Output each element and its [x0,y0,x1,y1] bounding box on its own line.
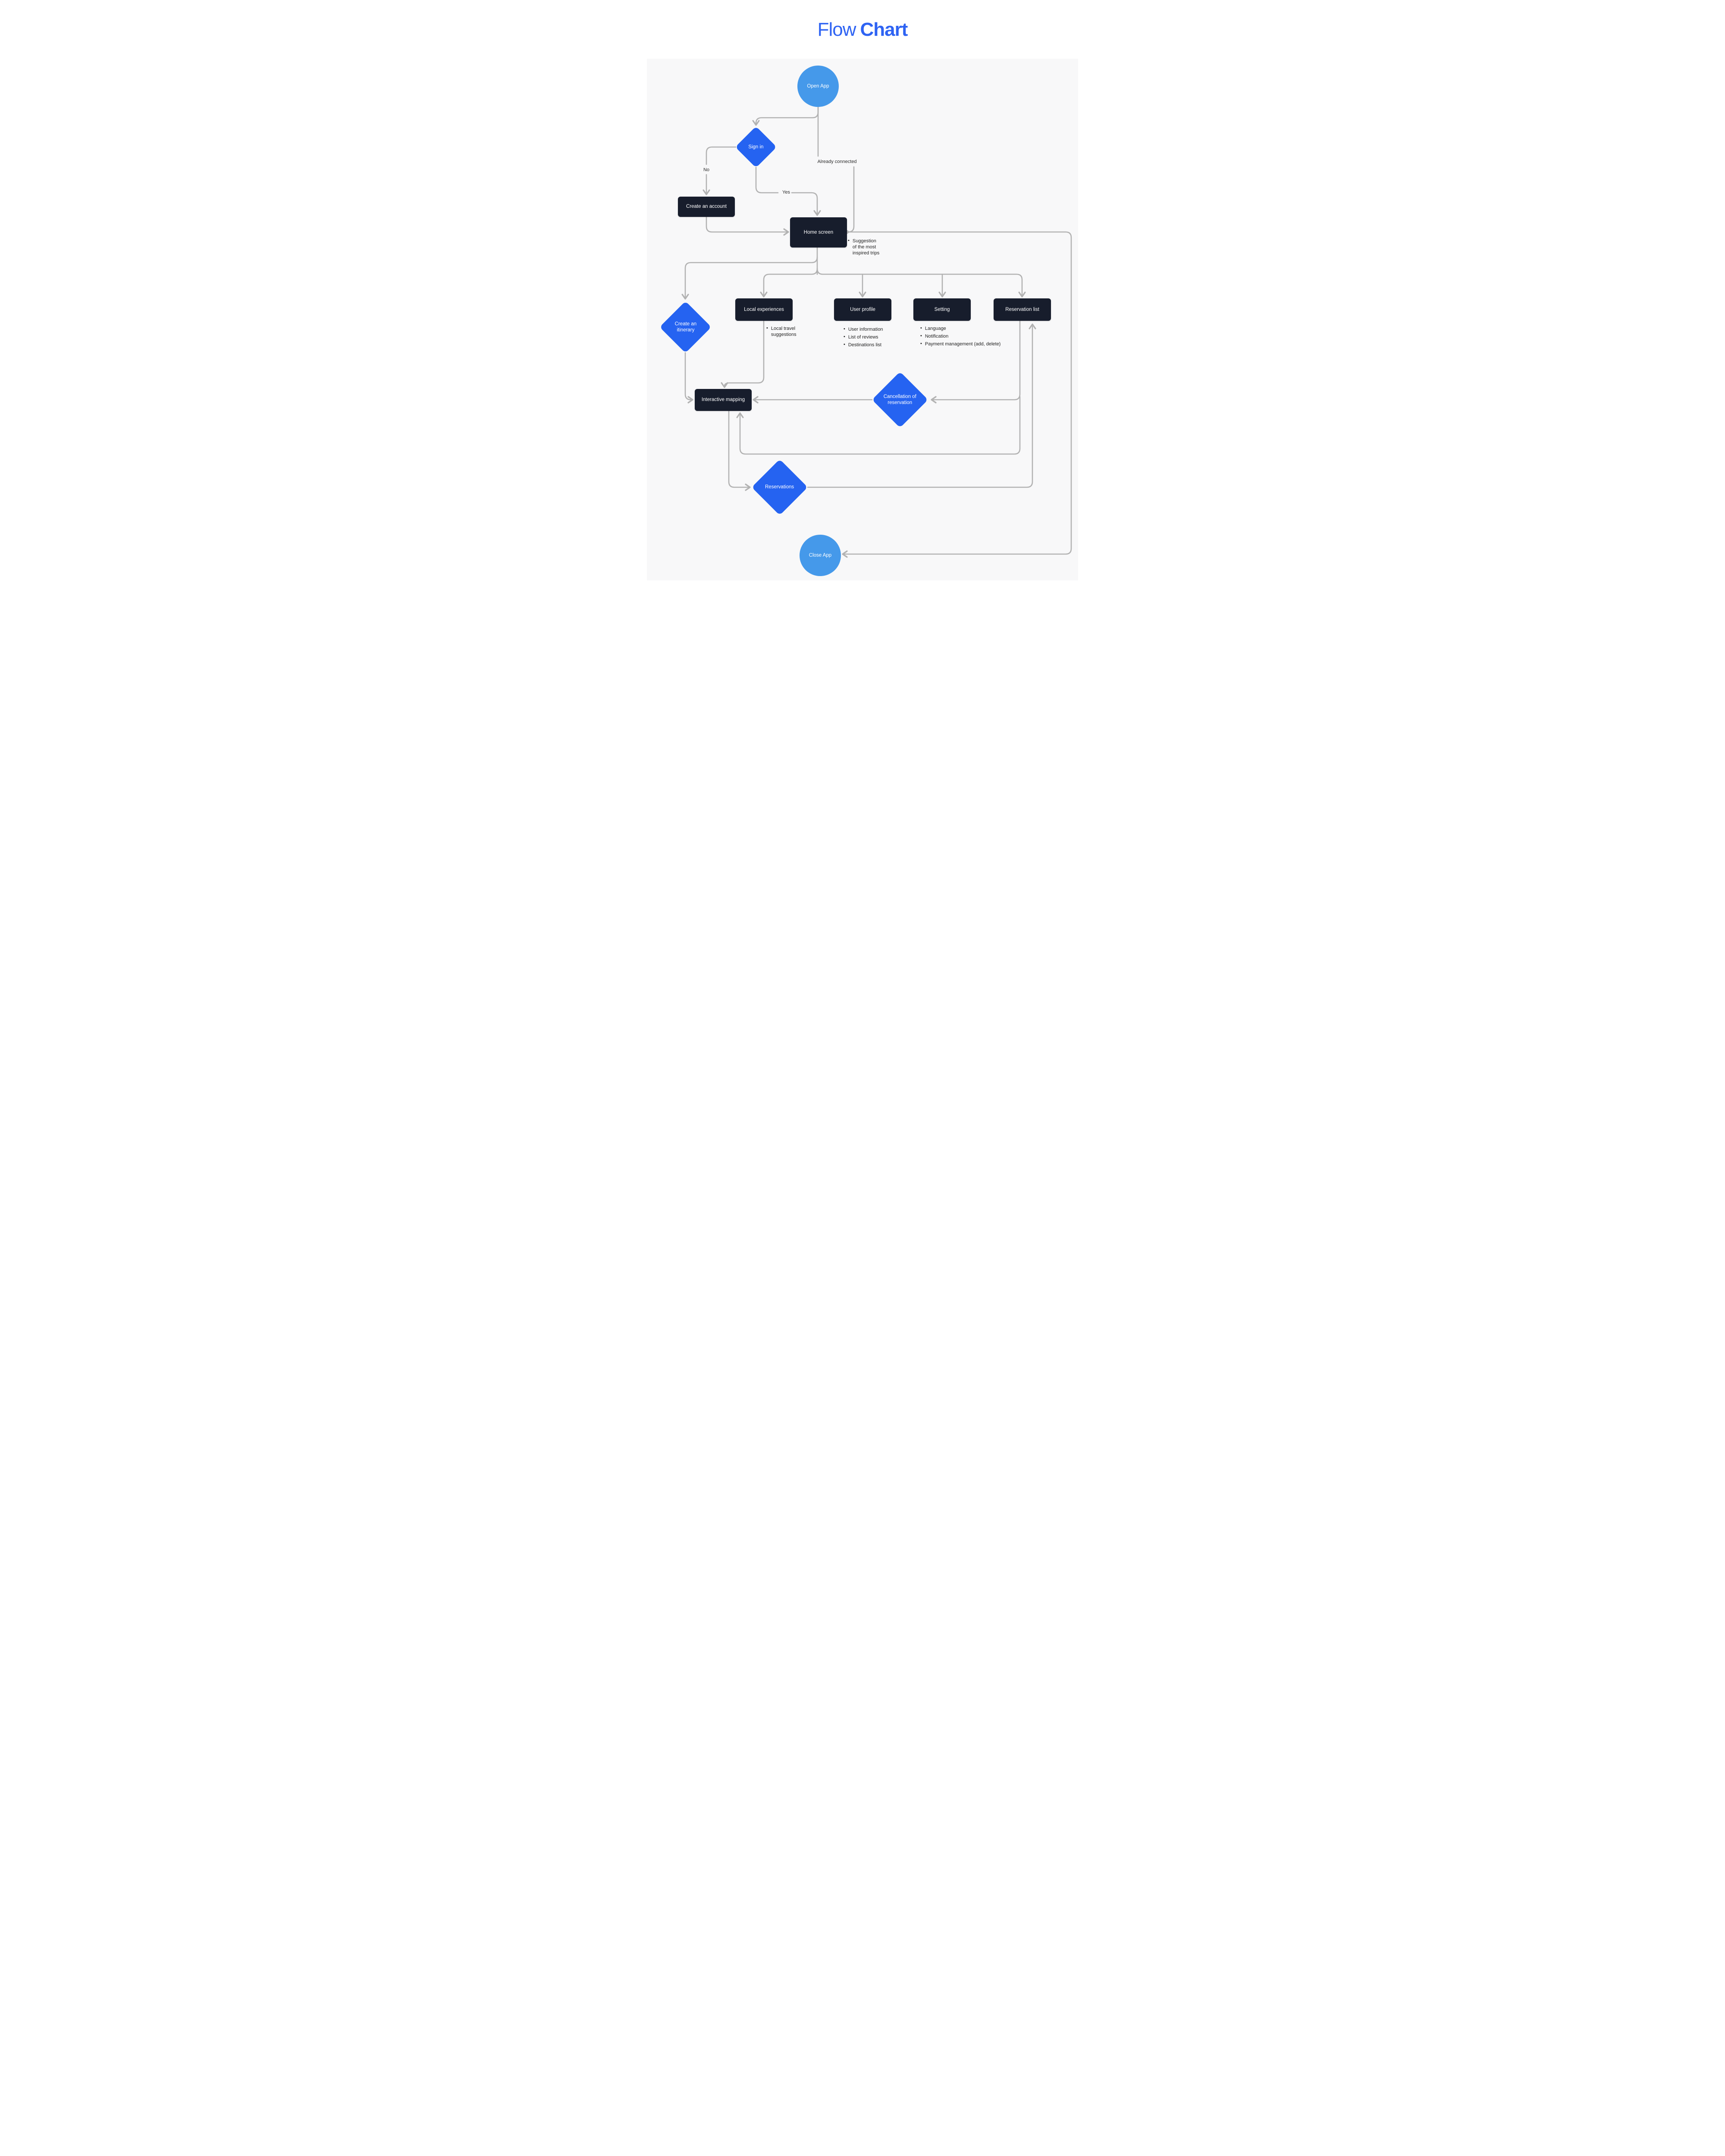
bullet-item: Language [920,326,1000,332]
connector-layer [681,106,1072,558]
node-reservations-label: Reservations [765,484,794,490]
node-cancellation-label: Cancellation of reservation [883,394,917,405]
bullet-item: Suggestion of the most inspired trips [848,238,881,256]
node-user-profile-label: User profile [850,307,875,312]
edge-home-itinerary [681,256,818,300]
node-open-app[interactable]: Open App [797,66,839,107]
node-local-experiences[interactable]: Local experiences [735,298,793,321]
node-home-screen-label: Home screen [803,229,834,235]
node-reservation-list[interactable]: Reservation list [994,298,1051,321]
edge-fan-left [760,268,818,298]
node-interactive-mapping-label: Interactive mapping [701,397,745,403]
edge-account-home [706,216,789,236]
edge-signin-yes-b [791,192,821,216]
node-user-profile[interactable]: User profile [834,298,891,321]
title-word-light: Flow [817,19,856,40]
bullet-item: Payment management (add, delete) [920,341,1001,347]
edge-label-already-connected: Already connected [817,159,857,164]
node-setting[interactable]: Setting [913,298,971,321]
node-create-account-label: Create an account [686,204,727,210]
edge-signin-yes-a [755,166,779,194]
edge-itinerary-mapping [684,352,693,404]
edge-reslist-mapping-loop [736,396,1021,455]
title-word-bold: Chart [860,19,908,40]
node-setting-label: Setting [934,307,950,312]
bullet-item: Local travel suggestions [766,326,797,338]
node-create-account[interactable]: Create an account [678,197,735,217]
annotation-home-screen: Suggestion of the most inspired trips [848,238,881,258]
edge-signin-no-a [706,146,737,165]
annotation-setting: Language Notification Payment management… [920,326,1001,349]
node-reservation-list-label: Reservation list [1005,307,1039,312]
edge-mapping-reservations [728,410,751,491]
annotation-user-profile: User information List of reviews Destina… [844,326,883,350]
bullet-item: User information [844,326,883,332]
edge-openapp-signin [752,106,819,126]
node-interactive-mapping[interactable]: Interactive mapping [695,389,752,411]
node-home-screen[interactable]: Home screen [790,217,847,248]
edge-label-no: No [703,167,710,172]
edge-alreadyconnected-home [844,166,855,236]
edge-reservations-reslist [807,323,1036,488]
edge-home-closeapp [842,231,1072,558]
edge-local-mapping [721,320,765,388]
node-local-experiences-label: Local experiences [744,307,784,312]
annotation-local-experiences: Local travel suggestions [766,326,797,339]
edge-reslist-cancel [931,320,1021,404]
edge-label-yes: Yes [782,190,790,195]
bullet-item: List of reviews [844,334,883,340]
bullet-item: Notification [920,333,1000,339]
node-create-itinerary-label: Create an itinerary [674,321,696,333]
node-open-app-label: Open App [807,83,829,89]
bullet-item: Destinations list [844,342,883,348]
node-close-app[interactable]: Close App [800,535,841,576]
edge-fan-right [816,268,1026,298]
node-close-app-label: Close App [809,552,832,558]
node-sign-in-label: Sign in [748,144,764,150]
